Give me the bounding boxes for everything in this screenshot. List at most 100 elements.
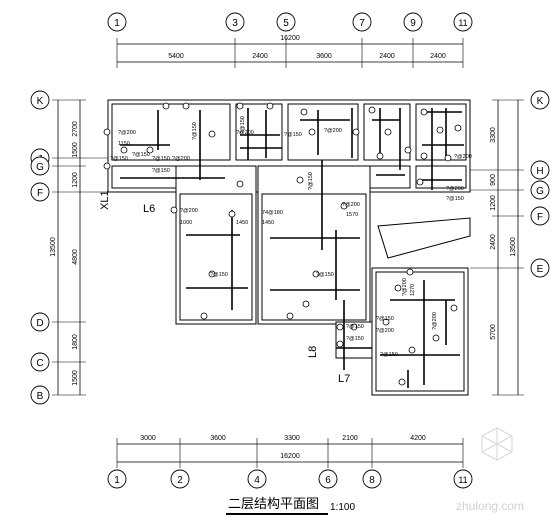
rebar-note-14: ?@200 — [180, 208, 198, 214]
drawing-title: 二层结构平面图 — [228, 496, 319, 511]
rebar-note-10: ?@200 — [236, 130, 254, 136]
bottom-dimensions: 3000 3600 3300 2100 4200 16200 — [140, 435, 426, 460]
axis-bubble-right-H: H — [536, 166, 543, 177]
rebar-note-23: 1270 — [410, 284, 416, 296]
top-dim-4: 2400 — [379, 53, 395, 60]
bottom-dim-1: 3000 — [140, 435, 156, 442]
axis-bubble-bottom-6: 6 — [325, 475, 331, 486]
top-dim-2: 2400 — [252, 53, 268, 60]
rebar-note-30: ?@150 — [346, 336, 364, 342]
left-dim-2: 1500 — [72, 142, 79, 158]
rebar-note-21: 1570 — [346, 212, 358, 218]
beam-label-l7: L7 — [338, 373, 350, 385]
axis-bubble-right-K: K — [537, 96, 544, 107]
axis-bubble-left-B: B — [37, 391, 44, 402]
left-overall-dim: 13500 — [50, 237, 57, 257]
bottom-dim-3: 3300 — [284, 435, 300, 442]
rebar-note-12: ?@200 — [324, 128, 342, 134]
left-dim-5: 1800 — [72, 334, 79, 350]
rebar-note-4: ?@150 — [132, 152, 150, 158]
axis-bubble-top-9: 9 — [410, 18, 416, 29]
axis-bubble-top-5: 5 — [283, 18, 289, 29]
beam-label-l6: L6 — [143, 203, 155, 215]
rebar-note-32: ?@200 — [446, 186, 464, 192]
rebar-note-18: 1450 — [262, 220, 274, 226]
axis-bubble-top-1: 1 — [114, 18, 120, 29]
watermark: zhulong.com — [456, 427, 524, 513]
watermark-text: zhulong.com — [456, 499, 524, 513]
axis-bubble-bottom-1: 1 — [114, 475, 120, 486]
top-dim-5: 2400 — [430, 53, 446, 60]
rebar-note-19: ?@150 — [308, 172, 314, 190]
rebar-markers — [103, 102, 462, 386]
rebar-note-13: ?@200 — [454, 154, 472, 160]
left-axis-bubbles-main: G F D C B — [30, 156, 50, 405]
axis-bubble-right-E: E — [537, 264, 544, 275]
axis-bubble-left-G: G — [36, 162, 44, 173]
bottom-dim-4: 2100 — [342, 435, 358, 442]
rebar-note-1: ?@200 — [118, 130, 136, 136]
axis-bubble-right-F: F — [537, 212, 543, 223]
beam-labels: XL1 L6 L7 L8 — [99, 190, 350, 385]
axis-bubble-bottom-11: 11 — [458, 475, 467, 485]
right-dimensions: 3300 900 1200 2400 5700 13500 — [490, 127, 517, 340]
left-dim-6: 1500 — [72, 370, 79, 386]
axis-bubble-top-11: 11 — [458, 18, 467, 28]
left-dim-3: 1200 — [72, 172, 79, 188]
beam-label-xl1: XL1 — [99, 190, 111, 210]
left-dimensions: 2700 1500 1200 4800 1800 1500 13500 — [50, 121, 79, 386]
right-dim-2: 900 — [490, 174, 497, 186]
rebar-note-16: 1450 — [236, 220, 248, 226]
axis-bubble-left-K: K — [37, 96, 44, 107]
top-axis-bubbles: 1 3 5 7 9 11 — [107, 12, 473, 32]
rebar-lines — [120, 108, 464, 388]
left-dim-4: 4800 — [72, 249, 79, 265]
axis-bubble-bottom-2: 2 — [177, 475, 183, 486]
rebar-note-3: ?@150 — [110, 156, 128, 162]
rebar-note-15: 1000 — [180, 220, 192, 226]
top-dim-3: 3600 — [316, 53, 332, 60]
rebar-note-33: ?@150 — [446, 196, 464, 202]
plan-walls — [107, 99, 471, 396]
drawing-title-block: 二层结构平面图 1:100 — [226, 496, 355, 515]
rebar-note-2: 1150 — [118, 141, 130, 147]
rebar-note-25: ?@150 — [376, 316, 394, 322]
dimension-lines — [52, 38, 524, 468]
top-dimensions: 16200 5400 2400 3600 2400 2400 — [168, 35, 446, 60]
right-axis-bubbles: K H G F E — [530, 90, 550, 278]
rebar-note-24: ?@200 — [432, 312, 438, 330]
axis-bubble-top-7: 7 — [359, 18, 365, 29]
watermark-logo-icon — [481, 427, 513, 461]
axis-bubble-bottom-8: 8 — [369, 475, 375, 486]
rebar-note-29: ?@150 — [346, 324, 364, 330]
rebar-note-31: ?@150 — [380, 352, 398, 358]
axis-bubble-left-F: F — [37, 188, 43, 199]
rebar-note-27: ?@150 — [210, 272, 228, 278]
rebar-note-11: ?@150 — [284, 132, 302, 138]
rebar-annotations: ?@200 1150 ?@150 ?@150 ?@150 ?@150 ?@200… — [110, 116, 472, 358]
rebar-note-17: 74@180 — [262, 210, 283, 216]
bottom-overall-dim: 16200 — [280, 453, 300, 460]
rebar-note-28: ?@150 — [316, 272, 334, 278]
rebar-note-8: ?@150 — [192, 122, 198, 140]
rebar-note-7: ?@200 — [172, 156, 190, 162]
right-dim-3: 1200 — [490, 195, 497, 211]
right-dim-5: 5700 — [490, 324, 497, 340]
axis-bubble-left-D: D — [36, 318, 43, 329]
beam-label-l8: L8 — [307, 346, 319, 358]
rebar-note-26: ?@200 — [376, 328, 394, 334]
rebar-note-22: ?@200 — [402, 278, 408, 296]
right-overall-dim: 13500 — [510, 237, 517, 257]
rebar-note-6: ?@150 — [152, 168, 170, 174]
rebar-note-5: ?@150 — [152, 156, 170, 162]
bottom-axis-bubbles: 1 2 4 6 8 11 — [107, 469, 473, 489]
axis-bubble-right-G: G — [536, 186, 544, 197]
axis-bubble-left-C: C — [36, 358, 43, 369]
axis-bubble-top-3: 3 — [232, 18, 238, 29]
left-dim-1: 2700 — [72, 121, 79, 137]
bottom-dim-2: 3600 — [210, 435, 226, 442]
right-dim-4: 2400 — [490, 234, 497, 250]
top-dim-1: 5400 — [168, 53, 184, 60]
